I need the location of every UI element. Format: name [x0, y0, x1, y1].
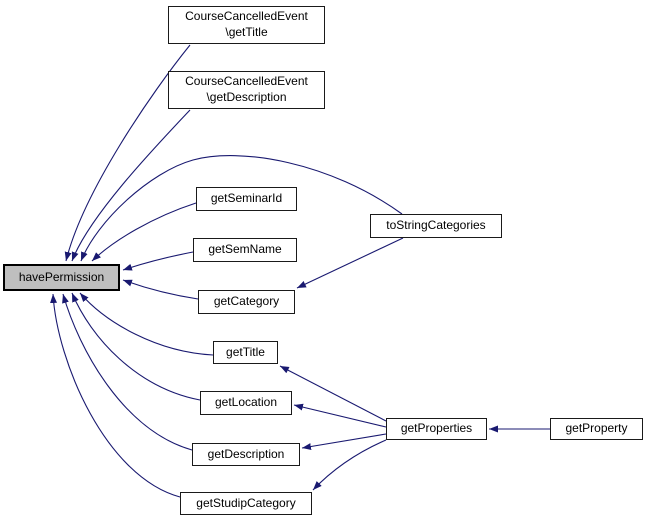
edge-getproperties-to-getdescription [301, 433, 387, 450]
node-getlocation[interactable]: getLocation [200, 391, 292, 415]
edge-tostringcategories-to-getcategory [296, 237, 404, 289]
edge-getcategory-to-havepermission [122, 279, 199, 300]
edge-getdescription-to-havepermission [62, 293, 193, 451]
node-getproperty[interactable]: getProperty [550, 418, 643, 440]
edge-getproperties-to-getlocation [293, 403, 387, 428]
node-getstudipcategory[interactable]: getStudipCategory [180, 492, 312, 515]
edge-coursecancelledevent-getdescription-to-havepermission [71, 109, 191, 262]
edge-getseminarid-to-havepermission [91, 202, 197, 262]
node-tostringcategories[interactable]: toStringCategories [370, 214, 502, 238]
node-getsemname[interactable]: getSemName [193, 238, 297, 262]
node-getdescription[interactable]: getDescription [192, 443, 300, 466]
node-getseminarid[interactable]: getSeminarId [196, 187, 297, 211]
node-coursecancelledevent-gettitle[interactable]: CourseCancelledEvent \getTitle [168, 6, 325, 44]
node-getproperties[interactable]: getProperties [386, 418, 487, 440]
node-gettitle[interactable]: getTitle [213, 341, 278, 364]
edge-getproperties-to-getstudipcategory [312, 439, 387, 491]
edge-getstudipcategory-to-havepermission [50, 293, 181, 498]
node-coursecancelledevent-getdescription[interactable]: CourseCancelledEvent \getDescription [168, 71, 325, 109]
edge-getsemname-to-havepermission [122, 251, 194, 271]
edge-getlocation-to-havepermission [71, 292, 201, 401]
edge-gettitle-to-havepermission [79, 292, 214, 356]
node-havepermission: havePermission [3, 264, 120, 291]
node-getcategory[interactable]: getCategory [198, 290, 295, 314]
edge-getproperties-to-gettitle [279, 365, 387, 422]
